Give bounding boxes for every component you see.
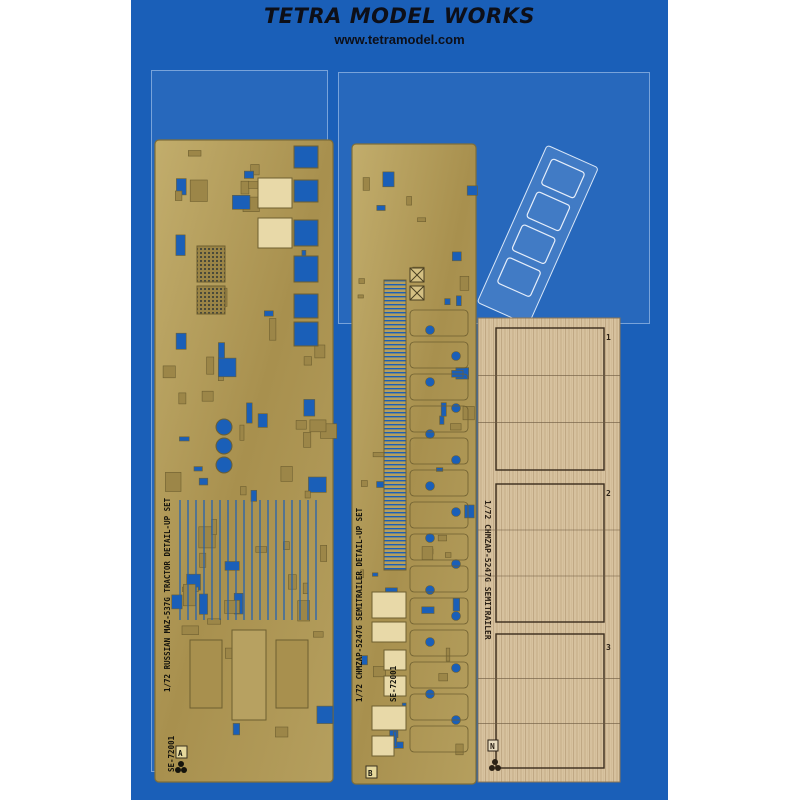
fret-a-code: SE-72001 <box>167 735 176 772</box>
fret-b-code: SE-72001 <box>389 665 398 702</box>
photo-etch-fret-a: 1/72 RUSSIAN MAZ-537G TRACTOR DETAIL-UP … <box>154 139 338 783</box>
brand-website: www.tetramodel.com <box>334 32 465 47</box>
deck-section-number-3: 3 <box>606 643 611 652</box>
fret-a-letter: A <box>178 749 183 758</box>
fret-b-letter: B <box>368 769 373 778</box>
clear-window-fret <box>477 145 598 325</box>
photo-etch-fret-b: 1/72 CHMZAP-5247G SEMITRAILER DETAIL-UP … <box>351 143 478 785</box>
wooden-deck-sheet: 1/72 CHMZAP-5247G SEMITRAILER 1 2 3 N <box>477 317 621 783</box>
fret-b-label: 1/72 CHMZAP-5247G SEMITRAILER DETAIL-UP … <box>355 507 364 702</box>
brand-name: TETRA MODEL WORKS <box>263 4 536 28</box>
wood-deck-letter: N <box>490 742 495 751</box>
deck-section-number-1: 1 <box>606 333 611 342</box>
fret-a-label: 1/72 RUSSIAN MAZ-537G TRACTOR DETAIL-UP … <box>163 497 172 692</box>
deck-section-number-2: 2 <box>606 489 611 498</box>
wood-deck-label: 1/72 CHMZAP-5247G SEMITRAILER <box>483 500 492 640</box>
